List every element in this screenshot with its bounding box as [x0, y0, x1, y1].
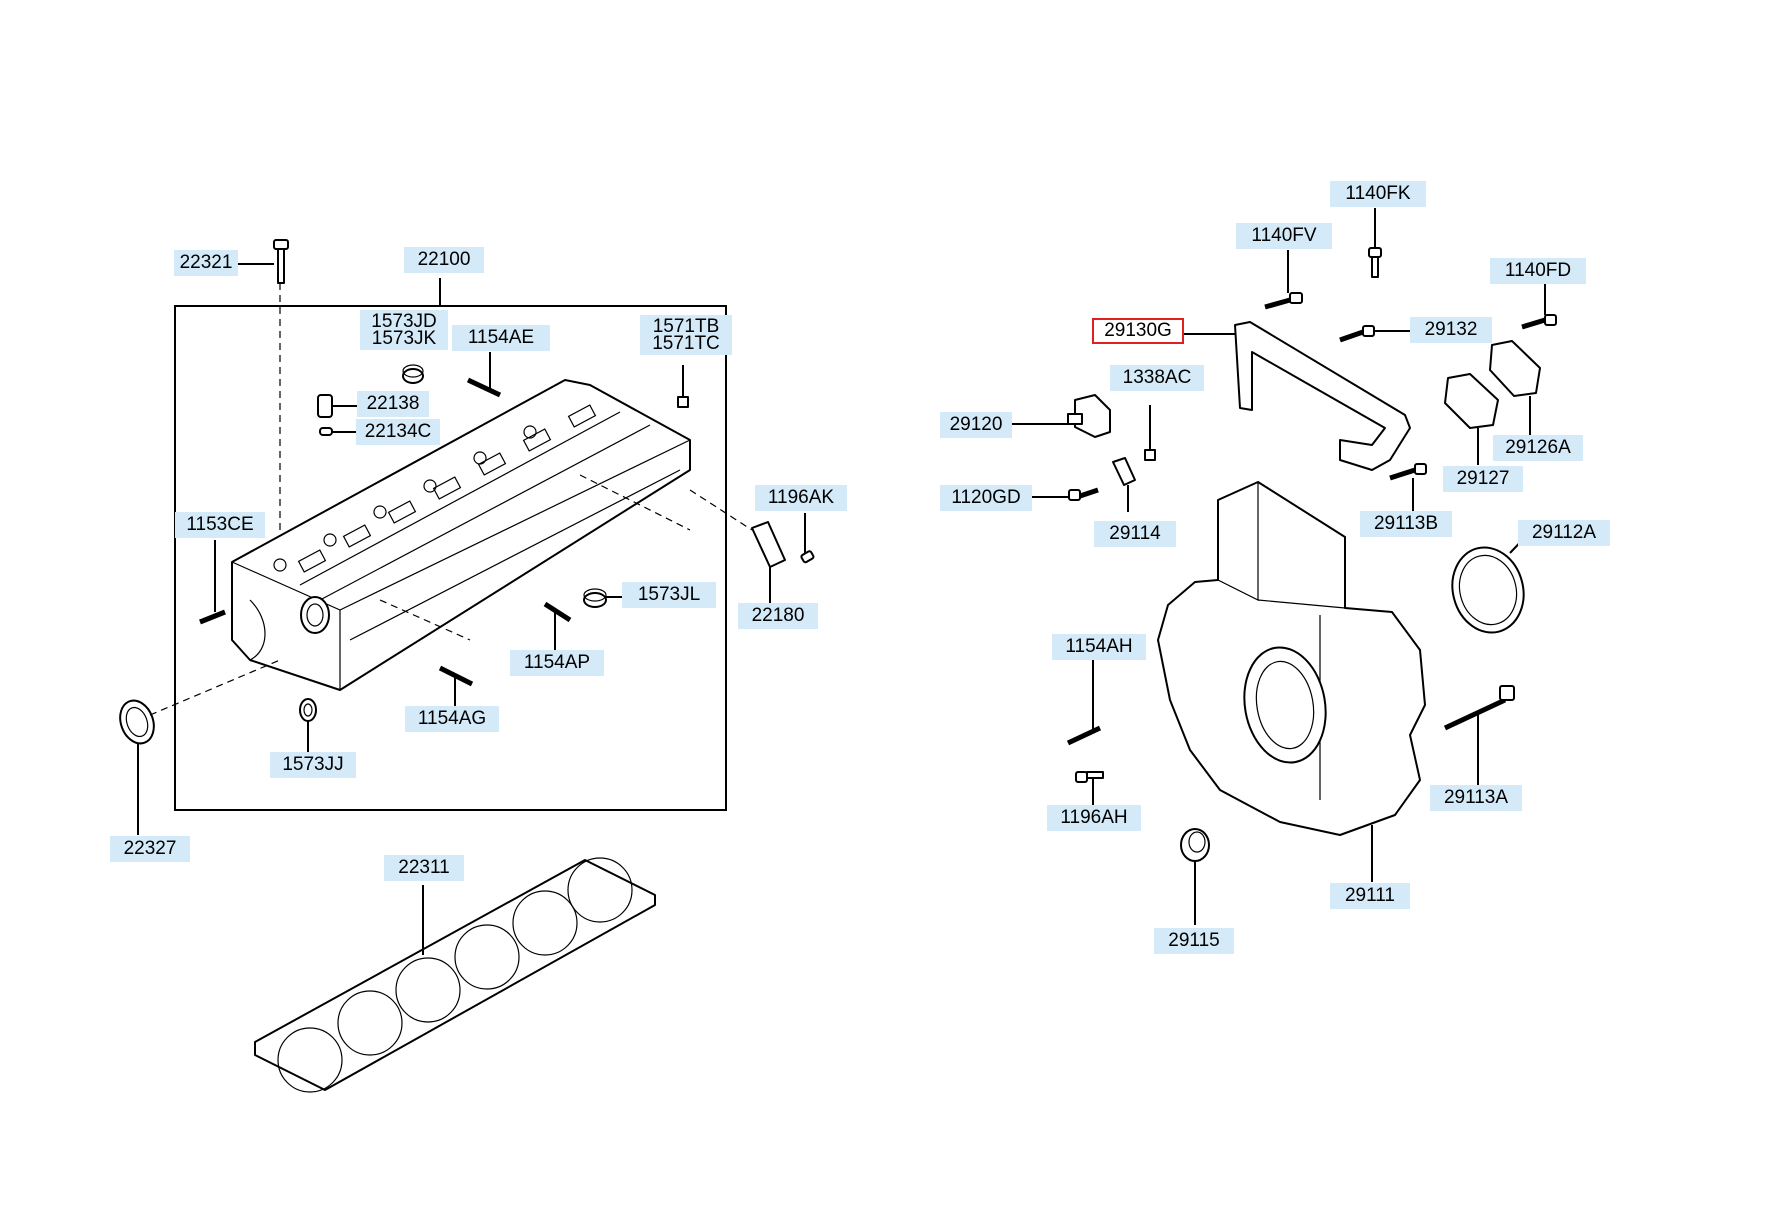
cover-22180 [689, 489, 786, 605]
stud-1154AP [543, 601, 572, 652]
callout-29113A: 29113A [1430, 785, 1522, 811]
callout-1573JD-1573JK: 1573JD 1573JK [360, 310, 448, 350]
callout-22134C: 22134C [356, 419, 440, 445]
callout-1154AH: 1154AH [1052, 634, 1146, 660]
callout-22321: 22321 [174, 250, 238, 276]
bolt-1140FK [1368, 208, 1382, 278]
stud-1154AE [466, 352, 502, 398]
flywheel-housing-29111 [1157, 481, 1426, 882]
callout-29114: 29114 [1094, 521, 1176, 547]
cylinder-head [231, 379, 691, 691]
callout-29113B: 29113B [1360, 511, 1452, 537]
stud-1154AG [438, 665, 474, 706]
plug-1573JJ [299, 698, 317, 752]
callout-1196AK: 1196AK [755, 485, 847, 511]
head-gasket-22311 [254, 857, 656, 1093]
part-22138 [317, 394, 360, 418]
callout-1120GD: 1120GD [940, 485, 1032, 511]
callout-29126A: 29126A [1493, 435, 1583, 461]
plug-1571TB [677, 365, 689, 408]
callout-1140FK: 1140FK [1330, 181, 1426, 207]
callout-29130G: 29130G [1092, 318, 1184, 344]
seal-29112A [1451, 531, 1545, 634]
callout-22100: 22100 [404, 247, 484, 273]
callout-29111: 29111 [1330, 883, 1410, 909]
callout-1140FV: 1140FV [1236, 223, 1332, 249]
bolt-1140FV [1264, 250, 1303, 310]
plug-1573JL [583, 588, 625, 608]
stud-1153CE [199, 540, 226, 625]
callout-1571TB-1571TC: 1571TB 1571TC [640, 315, 732, 355]
callout-1154AP: 1154AP [510, 650, 604, 676]
bolt-1196AK [800, 513, 815, 564]
callout-1573JJ: 1573JJ [270, 752, 356, 778]
callout-22138: 22138 [357, 391, 429, 417]
callout-22327: 22327 [110, 836, 190, 862]
sensor-29120 [1012, 394, 1111, 438]
bolt-1196AH [1075, 771, 1104, 805]
cover-29126A [1489, 340, 1541, 435]
callout-29112A: 29112A [1518, 520, 1610, 546]
callout-29132: 29132 [1410, 317, 1492, 343]
plug-29115 [1180, 828, 1210, 925]
callout-1153CE: 1153CE [175, 512, 265, 538]
bolt-29113B [1389, 463, 1427, 512]
callout-29127: 29127 [1443, 466, 1523, 492]
plug-1573JD [402, 364, 424, 384]
cylinder-head-assembly-frame [174, 305, 727, 811]
callout-1140FD: 1140FD [1490, 258, 1586, 284]
stud-1154AH [1066, 660, 1102, 746]
bolt-29113A [1443, 685, 1515, 785]
part-22134C [319, 427, 358, 436]
bolt-1120GD [1032, 487, 1099, 501]
callout-1196AH: 1196AH [1047, 805, 1141, 831]
nut-1338AC [1144, 405, 1156, 461]
callout-22180: 22180 [738, 603, 818, 629]
callout-1573JL: 1573JL [622, 582, 716, 608]
callout-29120: 29120 [940, 412, 1012, 438]
callout-29115: 29115 [1154, 928, 1234, 954]
callout-1338AC: 1338AC [1110, 365, 1204, 391]
cover-29130G [1183, 321, 1411, 471]
seal-22327 [119, 659, 281, 835]
bolt-1140FD [1521, 283, 1557, 330]
callout-1154AG: 1154AG [405, 706, 499, 732]
bracket-29114 [1112, 457, 1136, 512]
cover-29127 [1444, 373, 1499, 465]
callout-1154AE: 1154AE [452, 325, 550, 351]
bolt-29132 [1339, 325, 1410, 343]
head-bolt-22321 [238, 239, 289, 560]
callout-22311: 22311 [384, 855, 464, 881]
